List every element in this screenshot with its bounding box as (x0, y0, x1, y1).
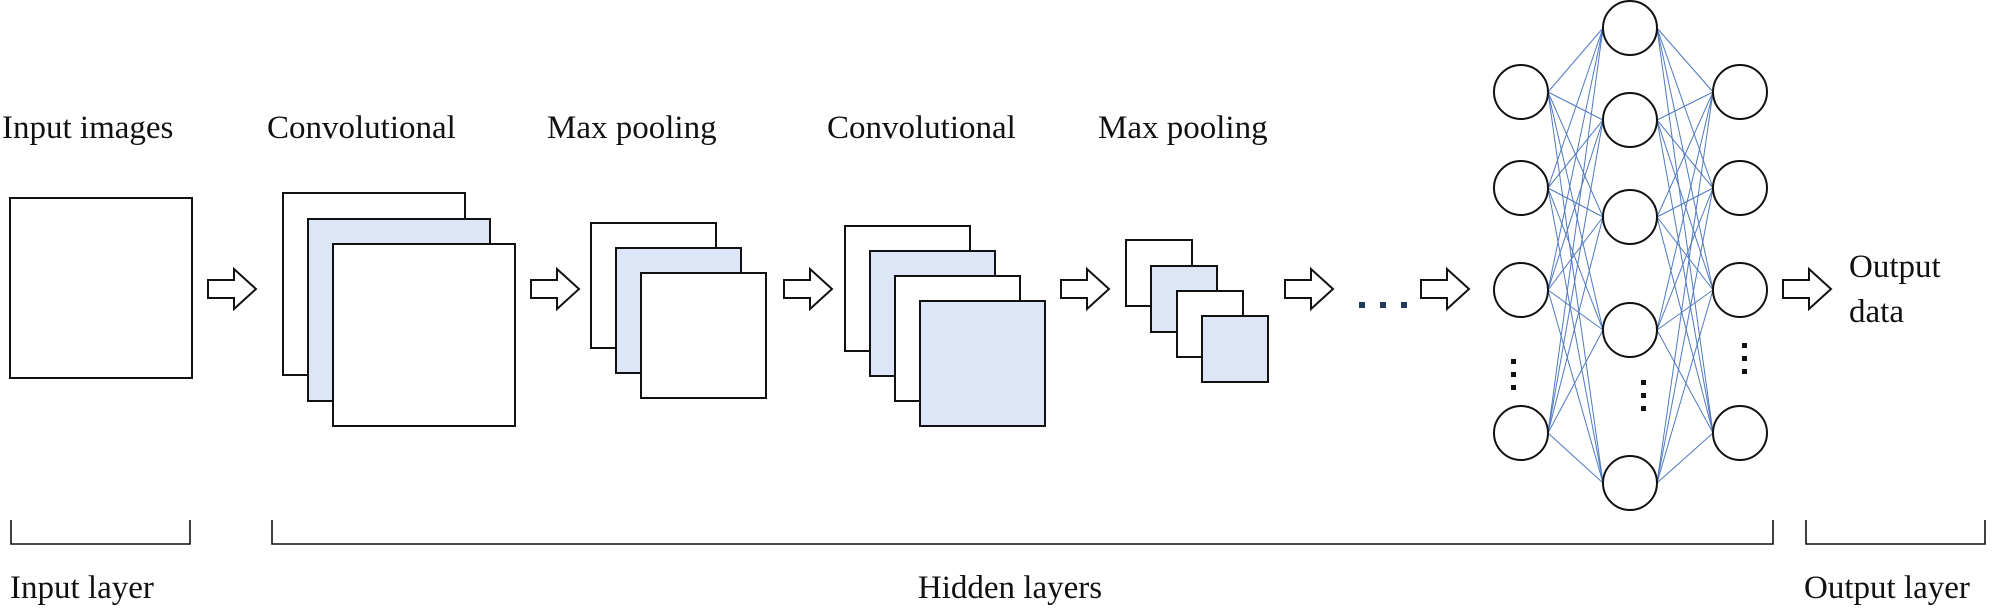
vertical-dots-icon-output-column (1742, 343, 1747, 374)
input-neuron (1493, 405, 1549, 461)
network-edge (1656, 119, 1714, 434)
output-layer-bracket (1805, 520, 1986, 545)
network-edge (1547, 329, 1604, 434)
hidden-neuron (1602, 189, 1658, 245)
hollow-right-arrow-icon (1782, 266, 1833, 312)
network-nodes (1493, 0, 1768, 511)
pool1-feature-maps (590, 222, 767, 399)
network-edge (1547, 216, 1604, 434)
label-output-data-line1: Output (1849, 249, 1941, 285)
hidden-neuron (1602, 455, 1658, 511)
network-edge (1547, 27, 1604, 291)
network-edge (1547, 187, 1604, 218)
input-layer-bracket (10, 520, 191, 545)
network-edge (1656, 91, 1714, 331)
vertical-dots-icon-input-column (1511, 359, 1516, 390)
conv1-feature-maps (282, 192, 516, 427)
label-hidden-layers: Hidden layers (918, 570, 1102, 606)
network-edge (1656, 216, 1714, 434)
network-edge (1656, 91, 1714, 484)
network-edge (1547, 119, 1604, 291)
label-max-pooling-1: Max pooling (547, 110, 717, 146)
hollow-right-arrow-icon (783, 266, 834, 312)
network-edge (1547, 27, 1604, 189)
hollow-right-arrow-icon (1420, 266, 1471, 312)
pool2-map-4 (1201, 315, 1269, 383)
flow-arrows (207, 266, 1833, 312)
network-edge (1656, 27, 1714, 434)
network-edge (1547, 187, 1604, 484)
pool1-map-front (640, 272, 767, 399)
output-neuron (1712, 262, 1768, 318)
conv2-map-4 (919, 300, 1046, 427)
pool2-feature-maps (1125, 239, 1269, 383)
network-edge (1547, 91, 1604, 484)
hidden-neuron (1602, 0, 1658, 56)
label-convolutional-2: Convolutional (827, 110, 1016, 146)
network-edge (1656, 27, 1714, 291)
network-edge (1547, 289, 1604, 331)
hollow-right-arrow-icon (207, 266, 258, 312)
input-neuron (1493, 160, 1549, 216)
hollow-right-arrow-icon (1060, 266, 1111, 312)
network-edge (1656, 119, 1714, 291)
network-edge (1656, 187, 1714, 484)
label-max-pooling-2: Max pooling (1098, 110, 1268, 146)
input-image-box (9, 197, 193, 379)
label-output-data-line2: data (1849, 294, 1904, 330)
conv2-feature-maps (844, 225, 1046, 427)
network-edge (1656, 432, 1714, 484)
network-edge (1656, 187, 1714, 331)
label-input-layer: Input layer (10, 570, 154, 606)
label-convolutional-1: Convolutional (267, 110, 456, 146)
label-output-layer: Output layer (1804, 570, 1970, 606)
network-edge (1656, 289, 1714, 331)
network-edge (1547, 27, 1604, 434)
hidden-neuron (1602, 92, 1658, 148)
network-edge (1656, 91, 1714, 218)
network-edge (1547, 91, 1604, 121)
network-edge (1656, 289, 1714, 484)
network-edge (1547, 119, 1604, 434)
network-edge (1547, 187, 1604, 331)
network-edge (1547, 91, 1604, 331)
label-input-images: Input images (2, 110, 173, 146)
hidden-layers-bracket (271, 520, 1774, 545)
hollow-right-arrow-icon (1284, 266, 1335, 312)
network-edge (1656, 27, 1714, 189)
hollow-right-arrow-icon (530, 266, 581, 312)
network-edge (1656, 216, 1714, 291)
output-neuron (1712, 64, 1768, 120)
network-edge (1547, 289, 1604, 484)
conv1-map-front (332, 243, 516, 427)
input-neuron (1493, 262, 1549, 318)
network-edge (1547, 432, 1604, 484)
network-edge (1656, 27, 1714, 93)
ellipsis-icon (1359, 302, 1407, 308)
input-neuron (1493, 64, 1549, 120)
output-neuron (1712, 160, 1768, 216)
output-neuron (1712, 405, 1768, 461)
network-connections (1547, 27, 1714, 484)
network-edge (1656, 329, 1714, 434)
network-edge (1547, 27, 1604, 93)
network-edge (1547, 216, 1604, 291)
network-edge (1656, 187, 1714, 218)
vertical-dots-icon-hidden-column (1641, 380, 1646, 411)
network-edge (1656, 91, 1714, 121)
hidden-neuron (1602, 302, 1658, 358)
network-edge (1547, 119, 1604, 189)
